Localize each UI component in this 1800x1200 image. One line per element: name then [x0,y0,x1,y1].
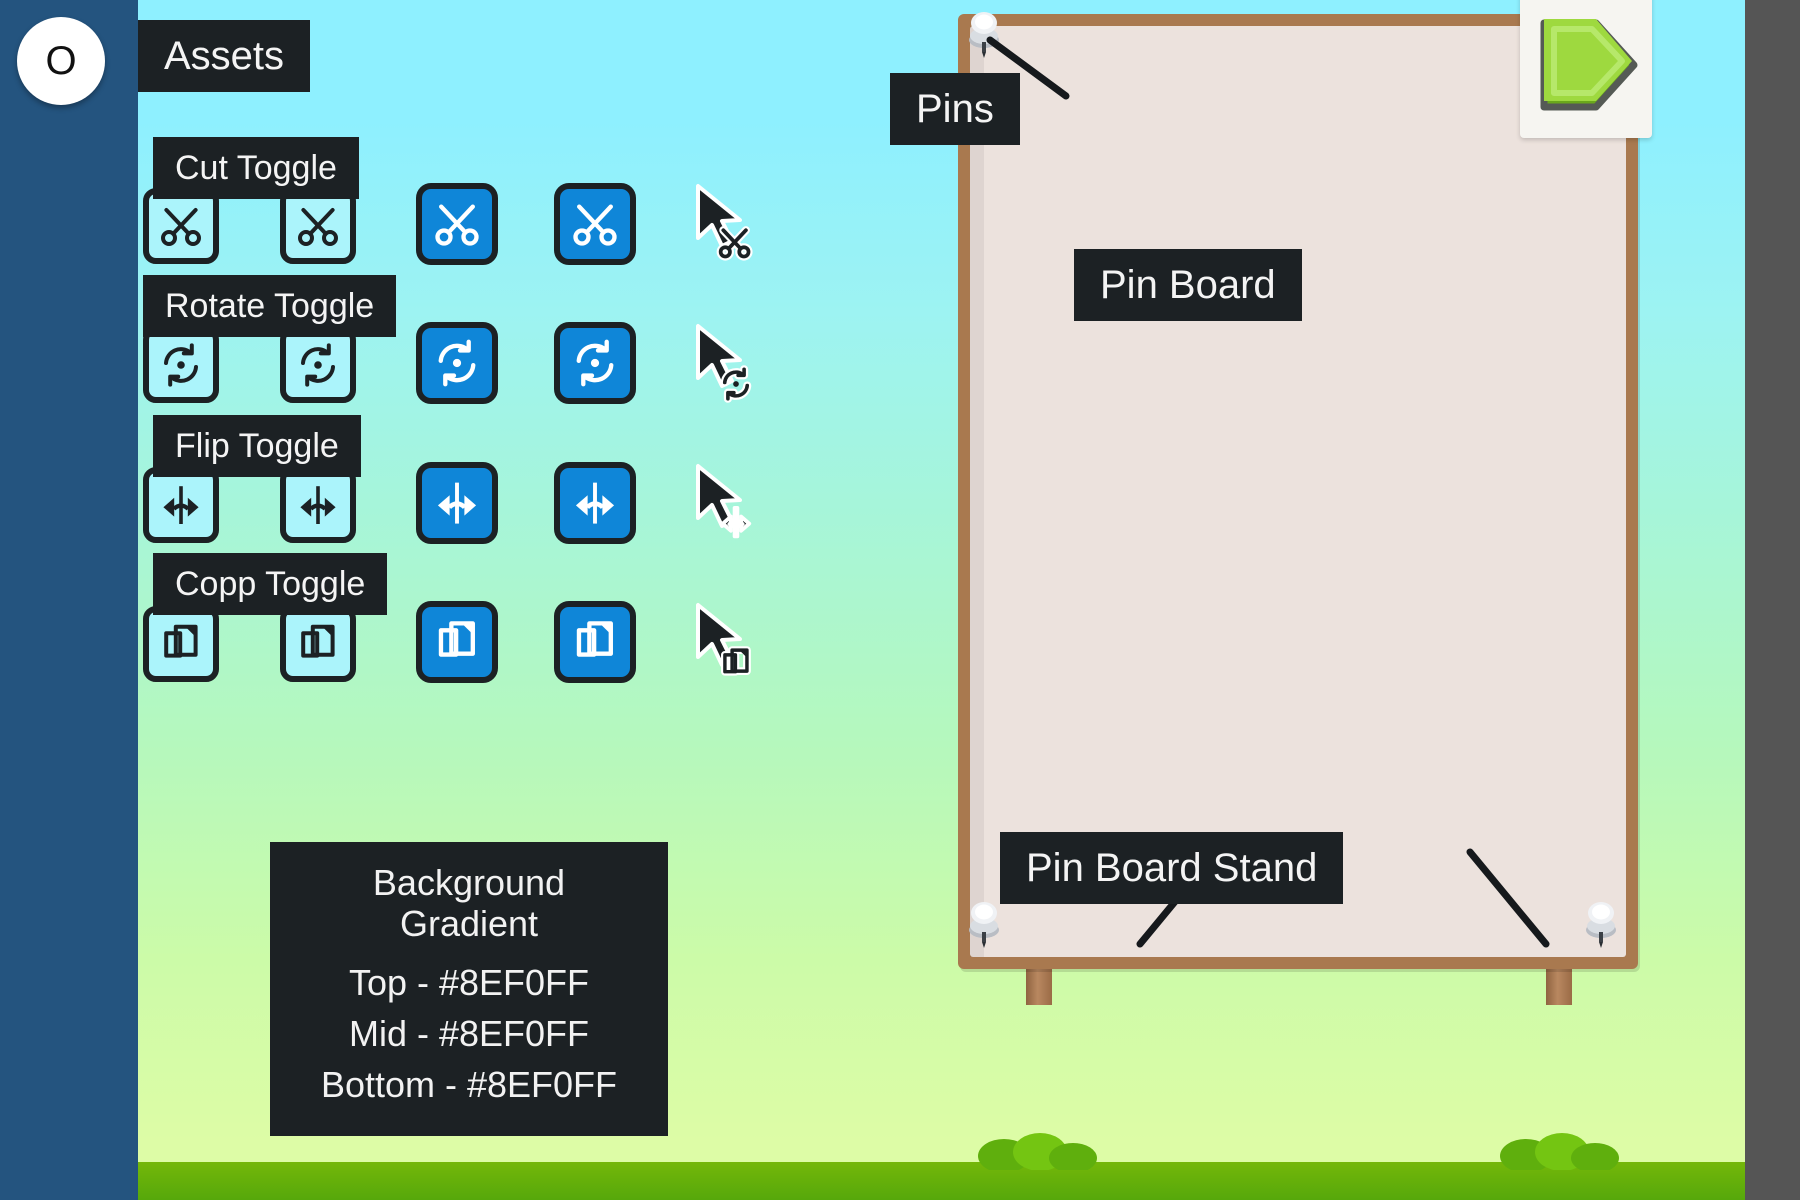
ground [138,1162,1745,1200]
flip-toggle-on-1[interactable] [416,462,498,544]
flip-icon [575,482,615,524]
cut-toggle-on-2[interactable] [554,183,636,265]
flip-icon [163,486,199,524]
scene: Assets Cut Toggle [138,0,1745,1200]
cursor-copy-asset [688,597,808,712]
background-gradient-info: Background Gradient Top - #8EF0FF Mid - … [270,842,668,1137]
gradient-mid-value: Mid - #8EF0FF [348,1012,590,1054]
cursor-cut-asset [688,178,808,293]
scissors-icon [435,204,479,246]
green-play-arrow-icon [1540,19,1638,111]
row-label-copy: Copp Toggle [153,553,388,615]
flip-toggle-off-1[interactable] [143,467,219,543]
rotate-icon [164,343,198,387]
cut-toggle-on-1[interactable] [416,183,498,265]
rotate-icon [301,343,335,387]
pin-board-face [970,26,1626,957]
cursor-rotate-icon [696,324,752,403]
scissors-icon [573,204,617,246]
copy-icon [576,621,613,657]
copy-toggle-on-2[interactable] [554,601,636,683]
gradient-bottom-value: Bottom - #8EF0FF [320,1064,618,1105]
bush-right [1500,1133,1619,1170]
gradient-info-title: Background Gradient [372,862,566,945]
cursor-flip-icon [696,464,752,539]
pin-board-shade [970,26,984,957]
left-rail: O [0,0,138,1200]
push-pin-bottom-left[interactable] [963,898,1005,950]
push-pin-bottom-right[interactable] [1580,898,1622,950]
scissors-icon [161,208,201,246]
flip-toggle-off-2[interactable] [280,467,356,543]
pin-board[interactable] [958,14,1638,969]
row-label-rotate: Rotate Toggle [143,275,397,337]
cursor-rotate-asset [688,318,808,433]
copy-icon [438,621,475,657]
callout-pin-board-stand: Pin Board Stand [1000,832,1344,904]
row-label-cut: Cut Toggle [153,137,359,199]
rotate-toggle-off-1[interactable] [143,327,219,403]
copy-toggle-off-2[interactable] [280,606,356,682]
callout-leader-lines [986,36,1550,948]
copy-toggle-off-1[interactable] [143,606,219,682]
next-arrow-panel[interactable] [1520,0,1652,138]
right-dark-band [1745,0,1800,1200]
copy-toggle-on-1[interactable] [416,601,498,683]
flip-icon [300,486,336,524]
cut-toggle-off-1[interactable] [143,188,219,264]
rotate-toggle-off-2[interactable] [280,327,356,403]
rotate-toggle-on-2[interactable] [554,322,636,404]
rotate-icon [438,339,476,387]
flip-icon [437,482,477,524]
row-label-flip: Flip Toggle [153,415,361,477]
cursor-copy-icon [696,603,751,676]
gradient-top-value: Top - #8EF0FF [348,961,590,1003]
scissors-icon [298,208,338,246]
cut-toggle-off-2[interactable] [280,188,356,264]
copy-icon [301,624,335,658]
cursor-scissors-icon [696,184,753,261]
flip-toggle-on-2[interactable] [554,462,636,544]
bush-left [978,1133,1097,1170]
rotate-toggle-on-1[interactable] [416,322,498,404]
cursor-flip-asset [688,458,808,573]
rail-badge[interactable]: O [17,17,105,105]
rotate-icon [576,339,614,387]
callout-pin-board: Pin Board [1074,249,1302,321]
callout-pins: Pins [890,73,1020,145]
page-title: Assets [138,20,311,92]
copy-icon [164,624,198,658]
